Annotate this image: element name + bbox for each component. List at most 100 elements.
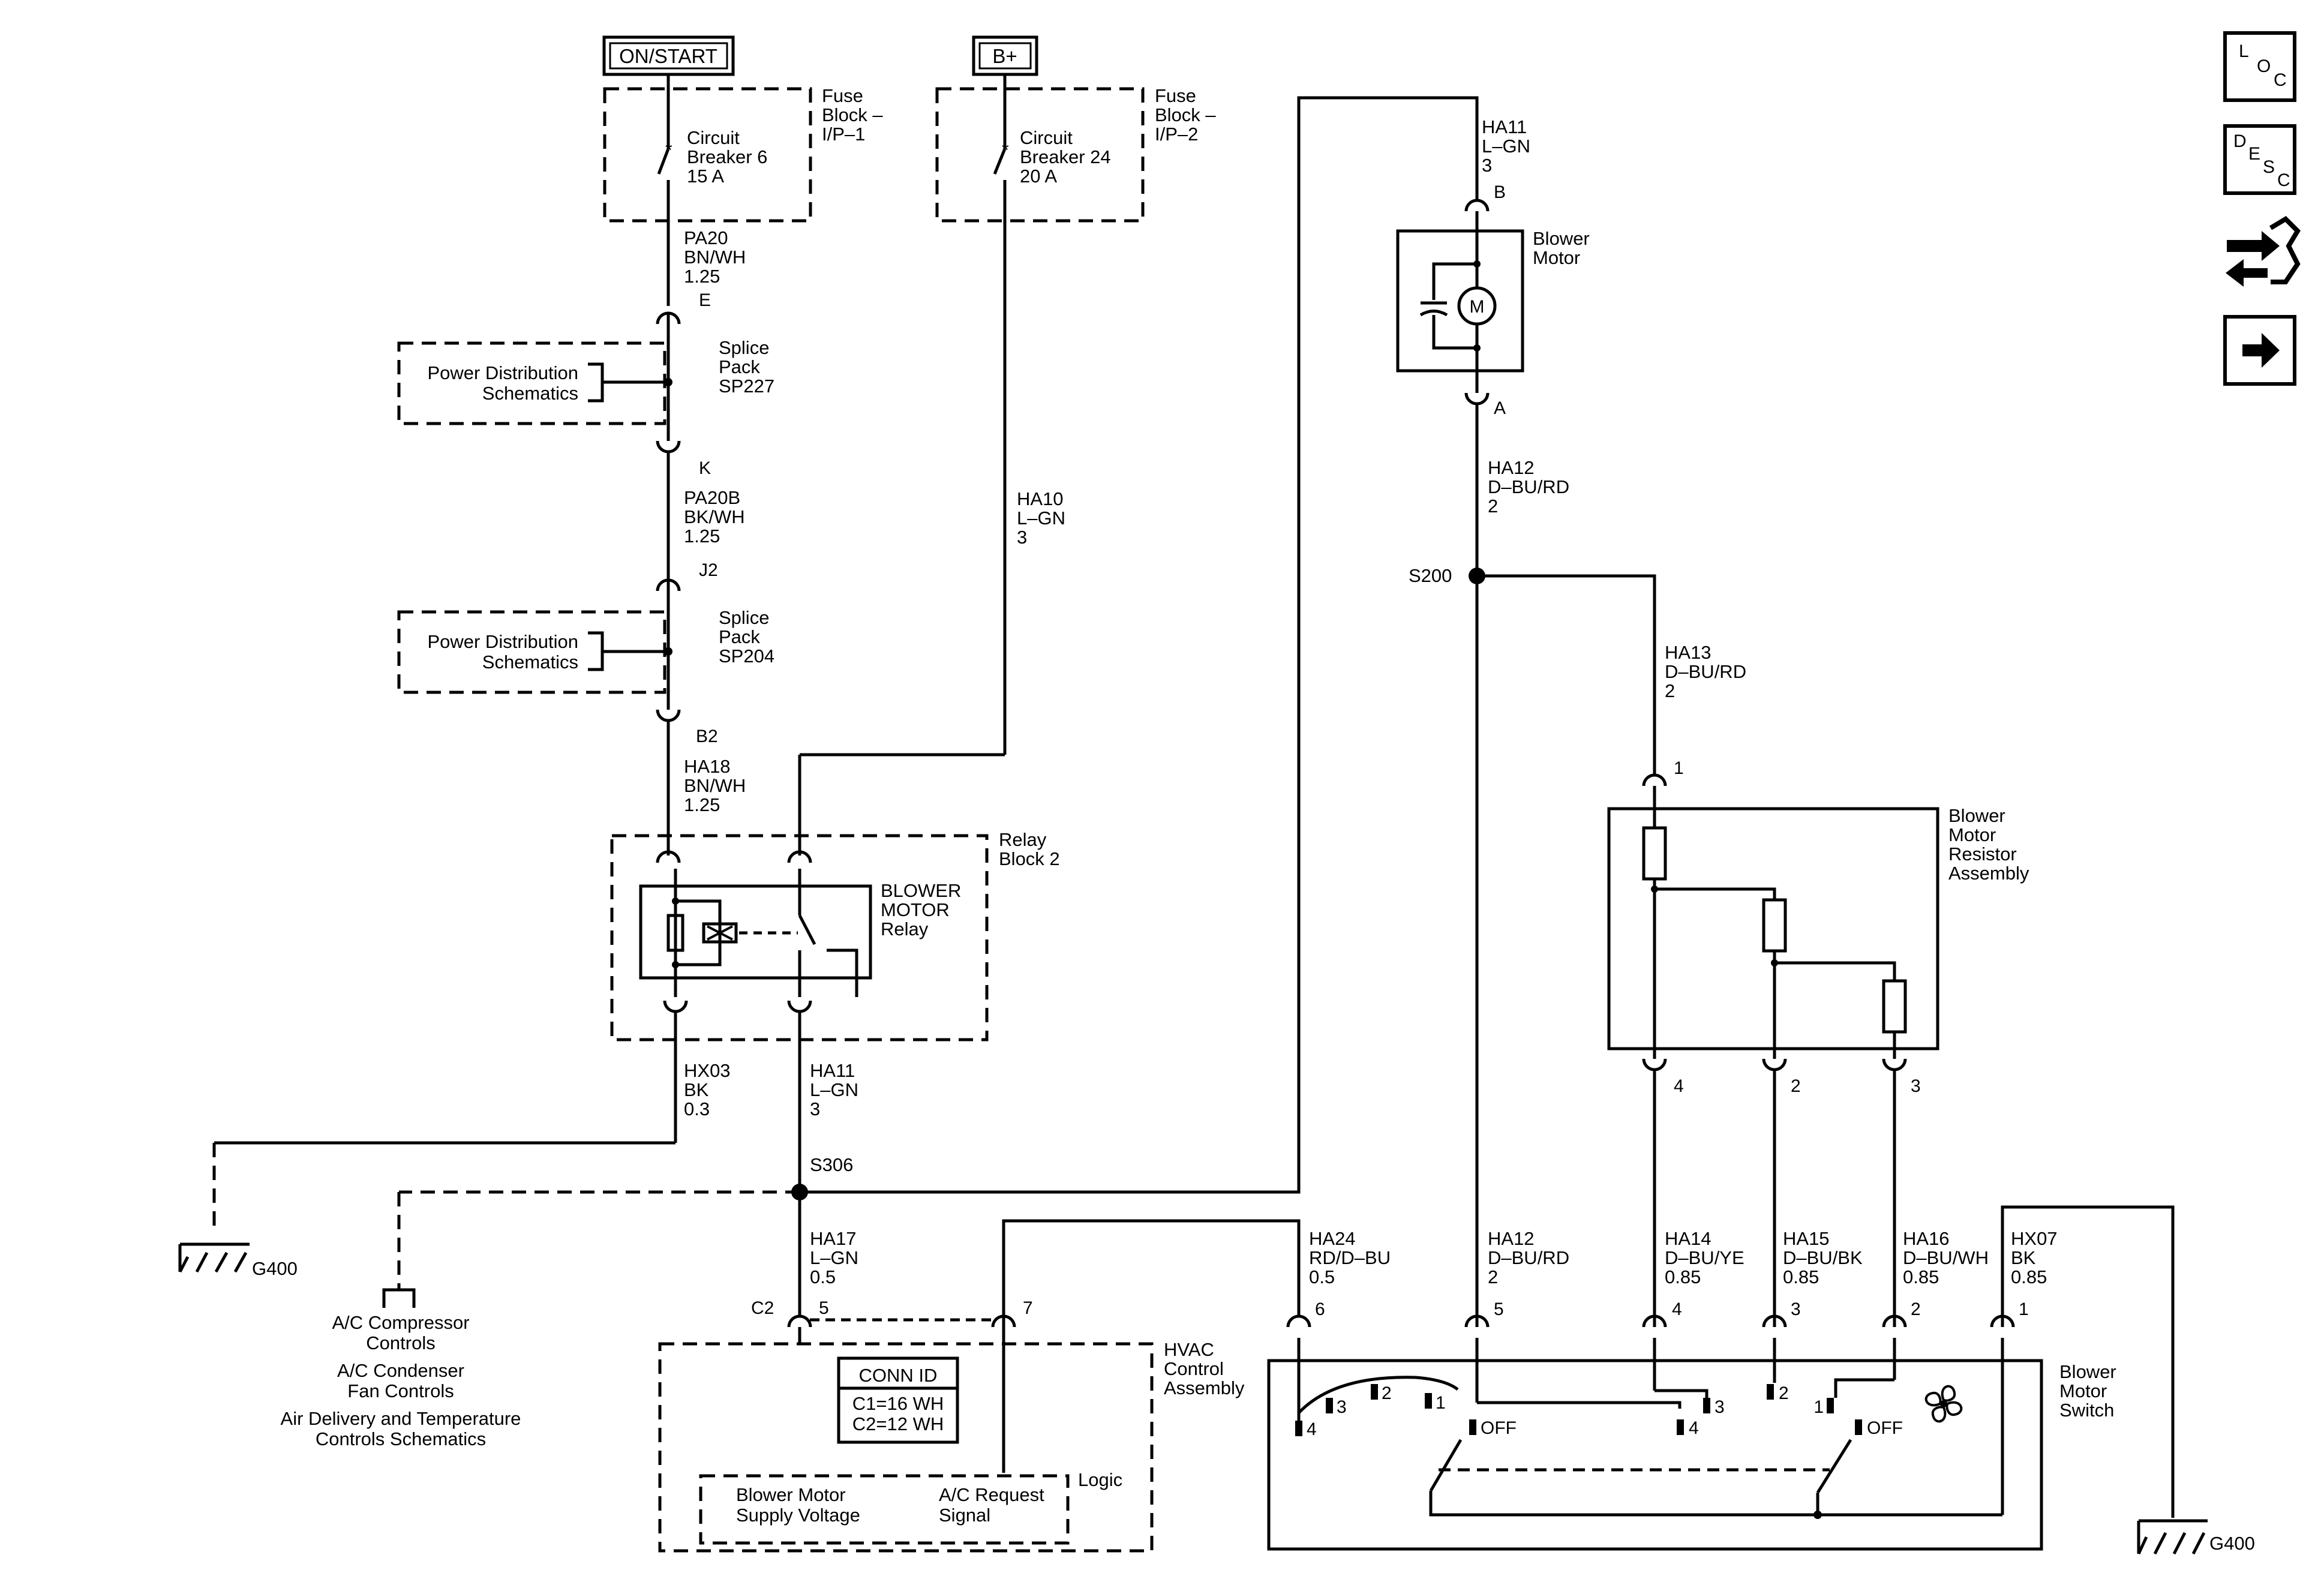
connector-j2-label: J2 [699,560,718,580]
wire-ha11-lower-gauge: 3 [810,1098,820,1119]
blower-motor-relay [639,884,872,980]
resistor-pin-2: 2 [1791,1076,1801,1096]
switch-left-pos-1: 1 [1436,1393,1446,1413]
wire-ha18-color: BN/WH [684,775,746,796]
fuse-block-ip1 [603,87,812,223]
switch-right-pos-1: 1 [1813,1397,1824,1417]
desc-letter-d: D [2233,131,2247,151]
hvac-label-line1: HVAC [1164,1339,1214,1360]
wire-ha12-upper-gauge: 2 [1488,496,1498,517]
wire-ha11-upper-gauge: 3 [1482,155,1492,176]
wire-ha13-gauge: 2 [1665,680,1675,701]
relay-block-line2: Block 2 [999,848,1060,869]
connector-e-label: E [699,290,711,310]
wire-ha24-id: HA24 [1309,1228,1356,1249]
wire-pa20b-color: BK/WH [684,506,745,527]
ground-left-label: G400 [252,1258,298,1279]
wire-ha12-upper-color: D–BU/RD [1488,476,1569,497]
switch-label-line3: Switch [2059,1400,2114,1421]
blower-motor-line1: Blower [1533,228,1590,249]
switch-pin-4: 4 [1672,1299,1682,1319]
sp204-ref-line1: Power Distribution [427,631,578,652]
hvac-supply-line2: Supply Voltage [736,1505,860,1526]
wire-ha17-color: L–GN [810,1247,858,1268]
wire-ha12-lower-gauge: 2 [1488,1266,1498,1287]
breaker-6-line1: Circuit [687,127,740,148]
wire-hx03-gauge: 0.3 [684,1098,710,1119]
wire-ha18-gauge: 1.25 [684,794,720,815]
switch-off-right: OFF [1867,1418,1903,1438]
wire-pa20-gauge: 1.25 [684,266,720,287]
sp204-label-line1: Splice [719,607,769,628]
conn-id-table [837,1356,959,1444]
wire-hx07-color: BK [2011,1247,2036,1268]
resistor-pin-3: 3 [1911,1076,1921,1096]
relay-switch-contact [798,914,816,945]
ac-controls-line1: A/C Compressor [332,1312,469,1333]
ac-controls-line4: Fan Controls [347,1380,454,1401]
hvac-conn-c2: C2 [751,1298,774,1318]
resistor-2 [1762,898,1787,953]
wire-ha13-color: D–BU/RD [1665,661,1746,682]
resistor-label-line2: Motor [1948,824,1996,845]
wire-hx03-color: BK [684,1079,709,1100]
hvac-control-assembly [658,1342,1154,1553]
svg-text:*: * [665,140,672,160]
conn-id-title: CONN ID [859,1365,938,1386]
desc-letter-s: S [2263,157,2275,177]
fuse-block-1-line1: Fuse [822,85,863,106]
wire-ha12-lower-id: HA12 [1488,1228,1535,1249]
wire-ha24-gauge: 0.5 [1309,1266,1335,1287]
loc-button[interactable]: L O C [2223,31,2296,102]
switch-off-left: OFF [1481,1418,1517,1438]
wire-ha10-id: HA10 [1017,488,1064,509]
relay-line3: Relay [881,918,929,939]
conn-id-row-2: C2=12 WH [852,1413,944,1434]
wire-ha24-color: RD/D–BU [1309,1247,1391,1268]
ac-controls-line2: Controls [366,1332,435,1353]
switch-pin-5: 5 [1494,1299,1504,1319]
wire-ha17-gauge: 0.5 [810,1266,836,1287]
wire-ha16-gauge: 0.85 [1903,1266,1939,1287]
desc-button[interactable]: D E S C [2223,124,2296,195]
connector-tools-icon[interactable] [2226,215,2301,287]
hvac-supply-line1: Blower Motor [736,1484,846,1505]
wire-hx07-id: HX07 [2011,1228,2058,1249]
wire-ha10-color: L–GN [1017,508,1065,529]
ground-right-label: G400 [2209,1533,2255,1554]
switch-pin-2: 2 [1911,1299,1921,1319]
sp227-label-line3: SP227 [719,376,774,397]
switch-left-pos-2: 2 [1382,1383,1392,1403]
wire-ha14-id: HA14 [1665,1228,1712,1249]
wire-ha10-gauge: 3 [1017,527,1027,548]
wire-ha16-color: D–BU/WH [1903,1247,1989,1268]
switch-left-pos-3: 3 [1337,1397,1347,1417]
fuse-block-ip2 [935,87,1145,223]
fuse-block-1-line2: Block – [822,104,883,125]
arrow-right-icon[interactable] [2223,315,2296,386]
hvac-pin-5: 5 [819,1298,829,1318]
blower-motor [1396,229,1524,373]
ac-controls-line6: Controls Schematics [316,1428,486,1449]
hvac-logic-box [699,1474,1070,1545]
hvac-pin-7: 7 [1023,1298,1033,1318]
breaker-6-line2: Breaker 6 [687,146,767,167]
resistor-pin-1: 1 [1674,758,1684,778]
switch-connectors [1286,1314,2015,1328]
connector-b2-label: B2 [696,727,718,746]
sp204-label-line2: Pack [719,626,760,647]
switch-pin-1: 1 [2019,1299,2029,1319]
splice-s200-label: S200 [1409,565,1452,586]
wire-ha15-color: D–BU/BK [1783,1247,1863,1268]
wire-pa20-color: BN/WH [684,247,746,268]
fuse-block-2-line3: I/P–2 [1155,124,1198,145]
wire-ha17-id: HA17 [810,1228,857,1249]
hvac-logic-label: Logic [1078,1469,1122,1490]
switch-pin-3: 3 [1791,1299,1801,1319]
hvac-request-line2: Signal [939,1505,990,1526]
desc-letter-c: C [2277,170,2290,190]
sp204-label-line3: SP204 [719,646,774,667]
switch-right-pos-3: 3 [1715,1397,1725,1417]
wire-pa20b-gauge: 1.25 [684,526,720,547]
